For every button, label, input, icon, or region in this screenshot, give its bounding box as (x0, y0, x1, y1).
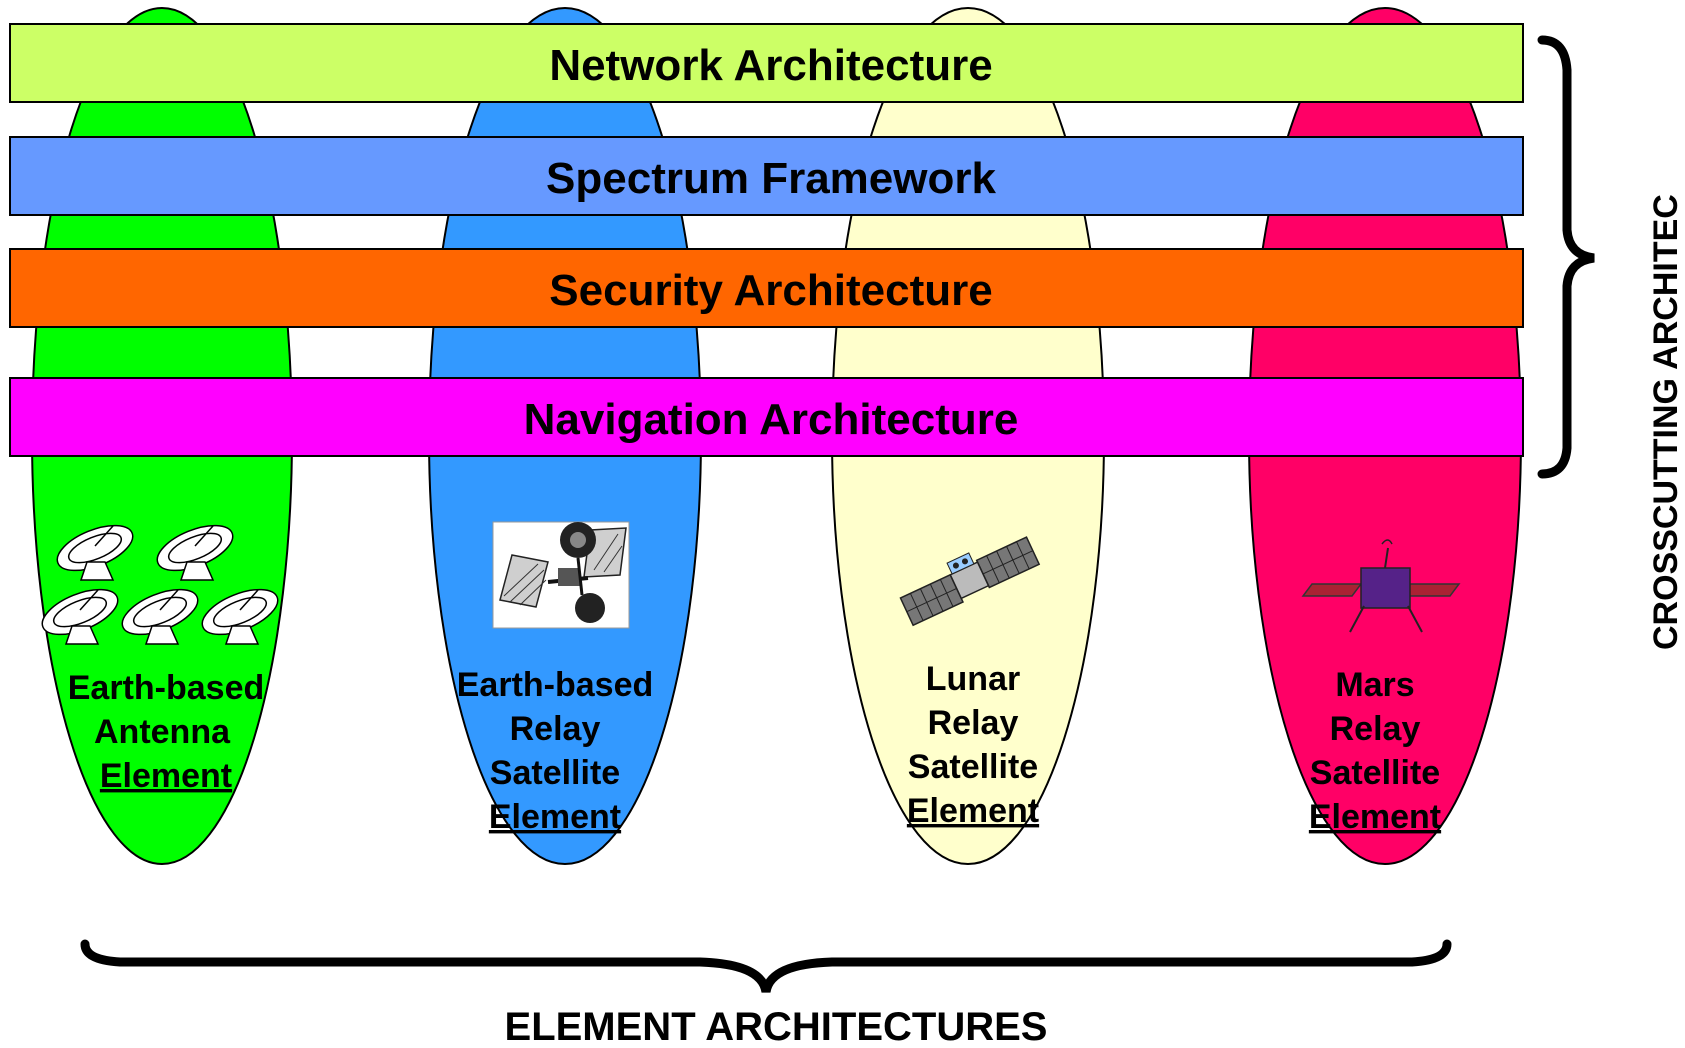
lunar-satellite-icon (899, 536, 1041, 627)
band-security-label: Security Architecture (549, 266, 992, 315)
band-spectrum-label: Spectrum Framework (546, 154, 996, 203)
relay-satellite-photo-icon (492, 521, 630, 629)
element-label-line: Relay (928, 704, 1019, 742)
band-network-rect (9, 23, 1524, 103)
element-label-line: Satellite (1310, 754, 1440, 792)
antenna-array-icon (41, 524, 279, 645)
crosscutting-label: CROSSCUTTING ARCHITEC (1647, 194, 1685, 650)
mars-satellite-icon (1301, 539, 1461, 633)
element-label-element-word: Element (1309, 798, 1441, 836)
band-navigation-rect (9, 377, 1524, 457)
element-label-lunar-relay: Lunar Relay Satellite Element (907, 660, 1039, 830)
element-label-element-word: Element (100, 757, 232, 795)
element-label-line: Mars (1335, 666, 1414, 704)
band-navigation-architecture: Navigation Architecture (9, 377, 1524, 457)
element-label-element-word: Element (489, 798, 621, 836)
band-spectrum-framework: Spectrum Framework (9, 136, 1524, 216)
element-architectures-label: ELEMENT ARCHITECTURES (505, 1005, 1048, 1043)
element-label-element-word: Element (907, 792, 1039, 830)
bottom-brace (80, 939, 1452, 994)
band-network-architecture: Network Architecture (9, 23, 1524, 103)
element-label-line: Antenna (94, 713, 231, 751)
band-security-rect (9, 248, 1524, 328)
right-brace (1537, 35, 1595, 479)
band-navigation-label: Navigation Architecture (524, 395, 1019, 444)
element-label-line: Satellite (490, 754, 620, 792)
element-label-earth-antenna: Earth-based Antenna Element (68, 669, 265, 795)
band-network-label: Network Architecture (549, 41, 992, 90)
band-spectrum-rect (9, 136, 1524, 216)
band-security-architecture: Security Architecture (9, 248, 1524, 328)
element-label-line: Satellite (908, 748, 1038, 786)
element-label-line: Earth-based (68, 669, 265, 707)
element-label-line: Relay (510, 710, 601, 748)
element-label-mars-relay: Mars Relay Satellite Element (1309, 666, 1441, 836)
element-label-line: Lunar (926, 660, 1020, 698)
element-label-line: Relay (1330, 710, 1421, 748)
element-label-earth-relay: Earth-based Relay Satellite Element (457, 666, 654, 836)
element-label-line: Earth-based (457, 666, 654, 704)
